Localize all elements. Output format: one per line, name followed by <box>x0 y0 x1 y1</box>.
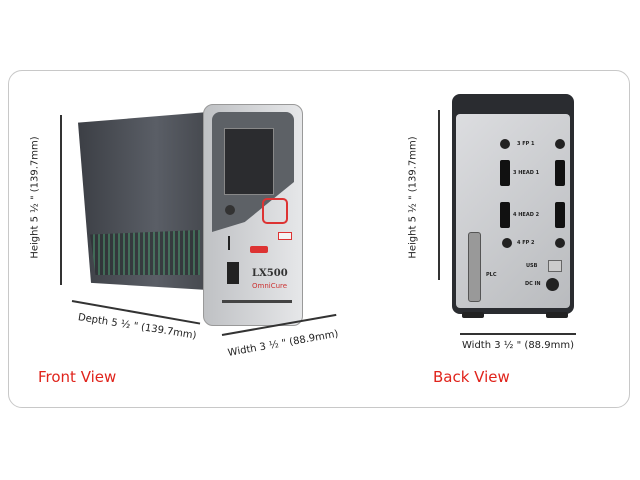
back-width-label: Width 3 ½ " (88.9mm) <box>462 340 574 351</box>
head2-port <box>555 202 565 228</box>
dc-in-port <box>546 278 559 291</box>
back-width-dimension-line <box>460 333 576 335</box>
head1-label: 3 HEAD 1 <box>513 170 540 176</box>
usb-label: USB <box>526 263 538 269</box>
back-height-label: Height 5 ½ " (139.7mm) <box>407 136 419 259</box>
model-label: LX500 <box>252 268 288 279</box>
head1-port <box>555 160 565 186</box>
front-foot-bar <box>222 300 292 303</box>
front-view-title: Front View <box>38 368 117 386</box>
usb-port <box>548 260 562 272</box>
fp1-port <box>555 139 565 149</box>
vent-grille <box>90 230 200 275</box>
connector-port <box>225 205 235 215</box>
foot <box>462 312 484 318</box>
fp2-label: 4 FP 2 <box>517 240 535 246</box>
brand-label: OmniCure <box>252 282 288 290</box>
head2-label: 4 HEAD 2 <box>513 212 540 218</box>
navigation-pad[interactable] <box>262 198 288 224</box>
plc-label: PLC <box>486 272 497 278</box>
display-screen <box>224 128 274 195</box>
lamp-button[interactable] <box>278 232 292 240</box>
fp3-port <box>500 139 510 149</box>
power-switch[interactable] <box>227 262 239 284</box>
head3-port <box>500 160 510 186</box>
start-stop-button[interactable] <box>250 246 268 253</box>
fp-label: 3 FP 1 <box>517 141 535 147</box>
fp4-port <box>502 238 512 248</box>
height-dimension-line <box>60 115 62 285</box>
head4-port <box>500 202 510 228</box>
product-panel <box>8 70 630 408</box>
foot <box>546 312 568 318</box>
plc-connector <box>468 232 481 302</box>
fp2-port <box>555 238 565 248</box>
dcin-label: DC IN <box>525 281 541 287</box>
card-slot <box>228 236 230 250</box>
back-view-title: Back View <box>433 368 510 386</box>
front-height-label: Height 5 ½ " (139.7mm) <box>29 136 41 259</box>
back-height-dimension-line <box>438 110 440 280</box>
